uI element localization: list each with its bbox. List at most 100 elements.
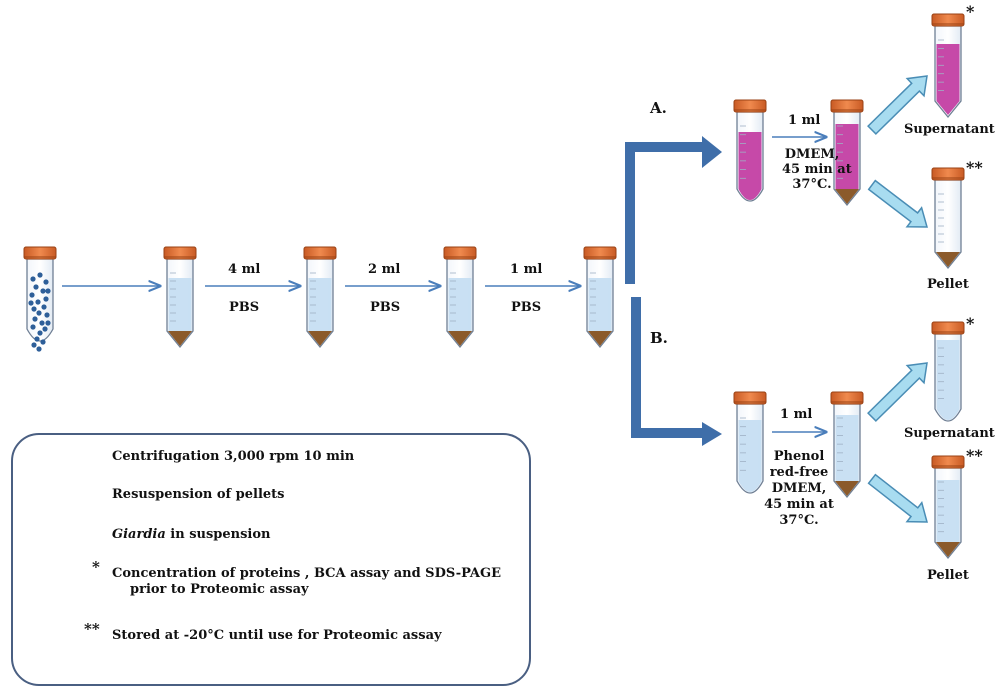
branch-b-supernatant-marker: * — [966, 314, 975, 333]
tube-b-resuspended — [733, 391, 767, 494]
tube-wash-3-cap — [443, 246, 477, 260]
wash-3-volume: 1 ml — [510, 262, 543, 277]
branch-a-label: A. — [650, 99, 667, 117]
tube-a-pellet-pellet — [936, 252, 960, 267]
wash-2-buffer: PBS — [370, 300, 401, 315]
branch-b-volume: 1 ml — [780, 407, 813, 422]
branch-b-condition-1: Phenol — [773, 449, 825, 464]
giardia-cell — [36, 346, 42, 352]
tube-b-supernatant-cap — [931, 321, 965, 335]
tube-a-resuspended-cap — [733, 99, 767, 113]
tube-wash-2-cap — [303, 246, 337, 260]
giardia-cell — [40, 339, 46, 345]
tube-wash-2 — [303, 246, 337, 349]
legend-double-star-symbol: ** — [84, 620, 100, 638]
resuspension-path-b — [631, 297, 704, 438]
tube-a-supernatant-cap — [931, 13, 965, 27]
branch-b-label: B. — [650, 329, 668, 347]
legend-giardia-suffix: in suspension — [165, 527, 271, 542]
legend-resuspension-text: Resuspension of pellets — [112, 487, 285, 502]
giardia-cell — [43, 279, 49, 285]
tube-a-pellet — [931, 167, 965, 270]
wash-3-buffer: PBS — [511, 300, 542, 315]
branch-a-pellet-label: Pellet — [927, 277, 969, 292]
legend-giardia-text: Giardia in suspension — [112, 527, 271, 543]
tube-wash-2-pellet — [308, 331, 332, 346]
tube-wash-1-pellet — [168, 331, 192, 346]
transfer-arrow-b-supernatant — [867, 362, 928, 422]
legend-box — [11, 433, 531, 686]
resuspension-path-a — [625, 142, 704, 284]
branch-a-condition-1: DMEM, — [784, 147, 840, 162]
legend-star-symbol: * — [92, 558, 100, 576]
giardia-cell — [42, 326, 48, 332]
transfer-arrow-b-pellet — [867, 473, 928, 523]
tube-a-incubated — [830, 99, 864, 207]
giardia-cell — [28, 300, 34, 306]
giardia-cell — [37, 272, 43, 278]
giardia-cell — [40, 288, 46, 294]
giardia-cell — [44, 312, 50, 318]
resuspension-arrowhead-b — [702, 422, 722, 446]
legend-star-line-1: Concentration of proteins , BCA assay an… — [112, 566, 502, 581]
legend-centrifugation-text: Centrifugation 3,000 rpm 10 min — [112, 449, 355, 464]
giardia-cell — [30, 276, 36, 282]
tube-wash-4 — [583, 246, 617, 349]
giardia-cell — [35, 299, 41, 305]
tube-a-resuspended — [733, 99, 767, 202]
branch-a-volume: 1 ml — [788, 113, 821, 128]
branch-b-condition-4: 45 min at — [764, 497, 834, 512]
branch-a-supernatant-marker: * — [966, 2, 975, 21]
transfer-arrow-a-supernatant — [867, 75, 928, 135]
tube-b-pellet-cap — [931, 455, 965, 469]
giardia-cell — [41, 304, 47, 310]
giardia-cell — [31, 306, 37, 312]
tube-giardia-suspension — [23, 246, 57, 352]
branch-a-condition-2: 45 min at — [782, 162, 852, 177]
tube-wash-3 — [443, 246, 477, 349]
branch-a-pellet-marker: ** — [966, 158, 983, 177]
giardia-cell — [39, 320, 45, 326]
legend-star-line-2: prior to Proteomic assay — [130, 582, 309, 597]
tube-a-incubated-pellet — [835, 189, 859, 204]
giardia-cell — [43, 296, 49, 302]
legend-double-star-text: Stored at -20°C until use for Proteomic … — [112, 628, 442, 643]
tube-a-incubated-cap — [830, 99, 864, 113]
wash-1-buffer: PBS — [229, 300, 260, 315]
tube-b-resuspended-cap — [733, 391, 767, 405]
tube-wash-4-cap — [583, 246, 617, 260]
giardia-cell — [45, 288, 51, 294]
tube-wash-1-cap — [163, 246, 197, 260]
tube-b-incubated — [830, 391, 864, 499]
tube-b-incubated-pellet — [835, 481, 859, 496]
tube-giardia-suspension-cap — [23, 246, 57, 260]
legend-giardia-name: Giardia — [112, 527, 166, 542]
tube-b-incubated-cap — [830, 391, 864, 405]
tube-b-supernatant — [931, 321, 965, 422]
branch-b-pellet-marker: ** — [966, 446, 983, 465]
branch-b-condition-2: red-free — [769, 465, 829, 480]
tube-b-pellet — [931, 455, 965, 560]
tube-wash-4-pellet — [588, 331, 612, 346]
giardia-cell — [37, 330, 43, 336]
branch-b-pellet-label: Pellet — [927, 568, 969, 583]
giardia-cell — [29, 292, 35, 298]
giardia-cell — [33, 284, 39, 290]
giardia-cell — [30, 324, 36, 330]
tube-a-supernatant — [931, 13, 965, 119]
branch-b-supernatant-label: Supernatant — [904, 426, 995, 441]
branch-a-supernatant-label: Supernatant — [904, 122, 995, 137]
giardia-cell — [32, 316, 38, 322]
tube-wash-3-pellet — [448, 331, 472, 346]
wash-1-volume: 4 ml — [228, 262, 261, 277]
wash-2-volume: 2 ml — [368, 262, 401, 277]
branch-a-condition-3: 37°C. — [792, 177, 832, 192]
branch-b-condition-3: DMEM, — [771, 481, 827, 496]
tube-a-pellet-cap — [931, 167, 965, 181]
tube-wash-1 — [163, 246, 197, 349]
tube-b-pellet-pellet — [936, 542, 960, 557]
giardia-cell — [31, 342, 37, 348]
giardia-cell — [34, 336, 40, 342]
